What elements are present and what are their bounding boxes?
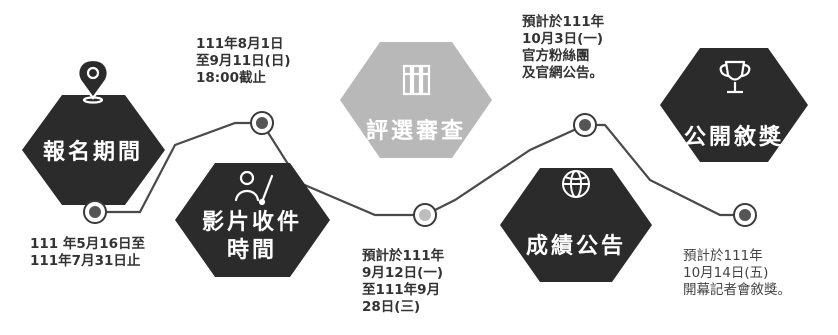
books-icon [402,64,431,96]
step-5-label: 公開敘獎 [683,125,785,150]
step-3-node [413,203,437,227]
step-1-note: 111 年5月16日至 111年7月31日止 [30,236,146,269]
step-1-hexagon [22,95,165,205]
step-5-node [733,203,757,227]
globe-icon [562,170,590,198]
step-3-note: 預計於111年 9月12日(一) 至111年9月 28日(三) [362,248,445,315]
step-2-note: 111年8月1日 至9月11日(日) 18:00截止 [196,36,291,86]
step-1-label: 報名期間 [42,140,144,165]
step-3-hexagon [340,42,492,158]
person-pen-icon [234,170,274,206]
step-2-label: 影片收件 時間 [201,210,303,263]
step-2-hexagon [175,163,330,277]
step-4-node [573,113,597,137]
step-3-label: 評選審查 [365,119,467,144]
step-4-hexagon [500,168,652,282]
step-5-note: 預計於111年 10月14日(五) 開幕記者會敘獎。 [683,248,791,298]
trophy-icon [719,60,751,94]
step-4-label: 成績公告 [525,234,627,259]
step-4-note: 預計於111年 10月3日(一) 官方粉絲團 及官網公告。 [522,14,605,81]
location-pin-icon [77,58,109,104]
step-1-node [83,200,107,224]
step-5-hexagon [660,48,808,162]
step-2-node [250,111,274,135]
